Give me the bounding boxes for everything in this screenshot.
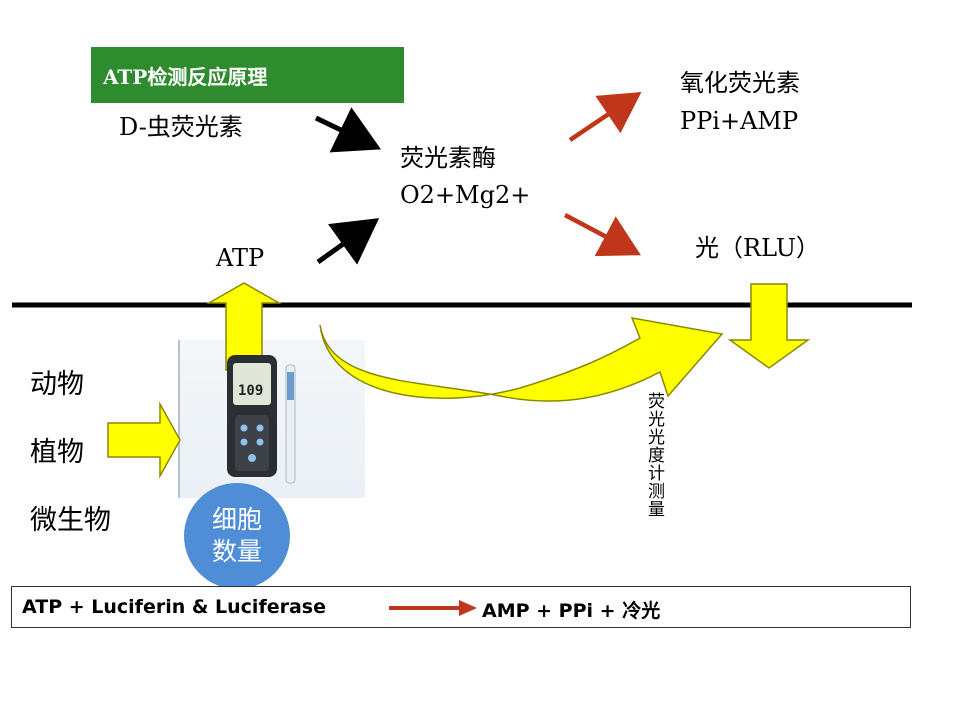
title-box: ATP检测反应原理: [91, 47, 404, 103]
source-animal: 动物: [30, 369, 84, 400]
diagram-title: ATP检测反应原理: [103, 64, 268, 89]
atp-arrow: [316, 218, 380, 265]
source-right-arrow: [107, 401, 181, 479]
byproduct-label: PPi+AMP: [680, 107, 799, 135]
product-arrow: [568, 91, 642, 142]
meter-reading: 109: [238, 383, 264, 399]
source-microbe: 微生物: [30, 505, 111, 536]
light-arrow: [563, 213, 641, 257]
luminometer-device: [227, 355, 296, 484]
substrate-arrow: [314, 107, 382, 153]
equation-reactants: ATP + Luciferin & Luciferase: [22, 596, 326, 618]
cofactor-label: O2+Mg2+: [400, 181, 531, 209]
curved-flow-arrow: [319, 317, 724, 402]
light-rlu-label: 光（RLU）: [695, 234, 820, 262]
substrate-label: D-虫荧光素: [119, 113, 243, 141]
light-down-arrow: [727, 283, 811, 369]
oxyluciferin-label: 氧化荧光素: [680, 69, 800, 97]
equation-arrow: [389, 600, 477, 616]
equation-box: ATP + Luciferin & Luciferase AMP + PPi +…: [11, 586, 911, 628]
enzyme-label: 荧光素酶: [400, 144, 496, 172]
source-plant: 植物: [30, 437, 84, 468]
luminometer-measure-label: 荧光光度计测量: [644, 392, 664, 518]
equation-products: AMP + PPi + 冷光: [482, 600, 661, 622]
cell-count-line1: 细胞: [211, 504, 262, 534]
atp-label: ATP: [216, 244, 265, 272]
cell-count-line2: 数量: [211, 537, 262, 566]
cell-count-circle: 细胞 数量: [184, 483, 290, 589]
